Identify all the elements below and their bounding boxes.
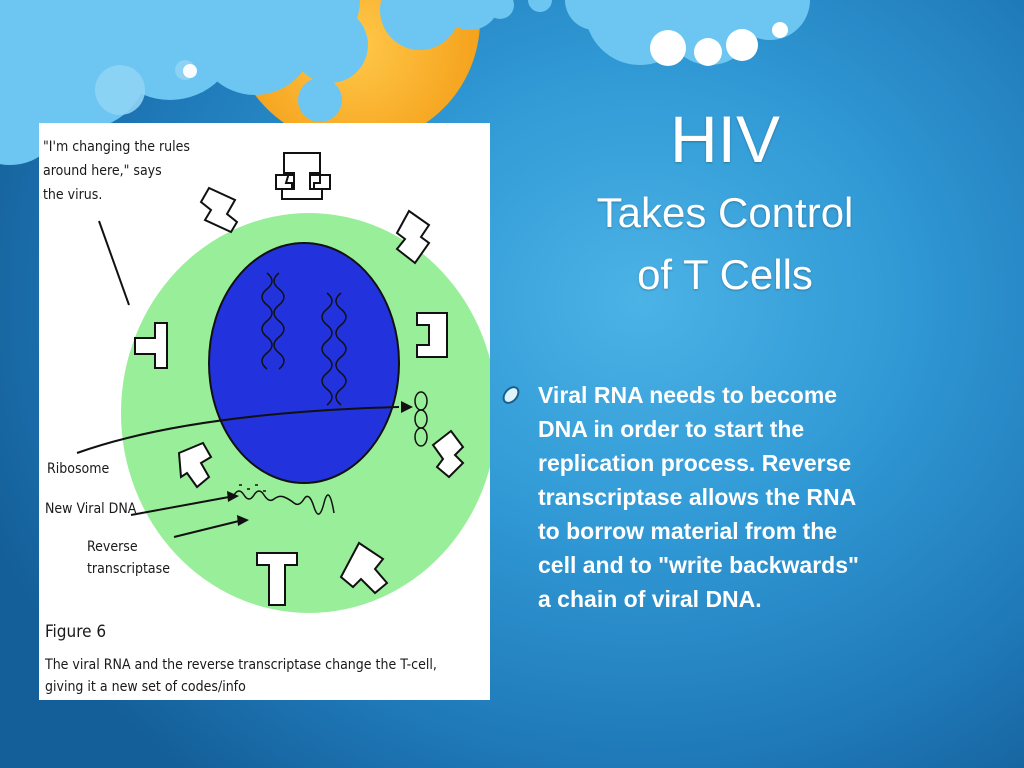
viral-dna-squiggle [233,484,335,515]
bullet-line: transcriptase allows the RNA [538,484,857,510]
figure-number: Figure 6 [45,622,106,642]
label-reverse-transcriptase: Reverse transcriptase [87,539,170,577]
chromosomes [261,272,347,406]
bullet-line: to borrow material from the [538,518,838,544]
label-new-viral-dna: New Viral DNA [45,501,137,517]
surface-receptors [134,152,465,606]
title-block: HIV Takes Control of T Cells [520,100,930,306]
subtitle-line: Takes Control [596,189,854,236]
quote-text: "I'm changing the rules around here," sa… [43,139,194,203]
oval-bullet-icon [502,386,520,404]
slide-title: HIV [669,102,781,176]
bullet-line: replication process. Reverse [538,450,852,476]
subtitle-line: of T Cells [637,251,813,298]
label-ribosome: Ribosome [47,461,109,477]
figure-caption: The viral RNA and the reverse transcript… [44,657,441,695]
bullet-line: cell and to "write backwards" [538,552,859,578]
cloud-small [298,0,552,122]
cell-nucleus [208,242,400,484]
bullet-line: a chain of viral DNA. [538,586,762,612]
ribosome-shapes [414,391,428,447]
cloud-left [0,0,500,165]
bullet-text: Viral RNA needs to become DNA in order t… [538,378,958,616]
bullet-line: DNA in order to start the [538,416,805,442]
bullet-line: Viral RNA needs to become [538,382,838,408]
slide-subtitle: Takes Control of T Cells [520,182,930,306]
t-cell-diagram: "I'm changing the rules around here," sa… [39,123,490,700]
